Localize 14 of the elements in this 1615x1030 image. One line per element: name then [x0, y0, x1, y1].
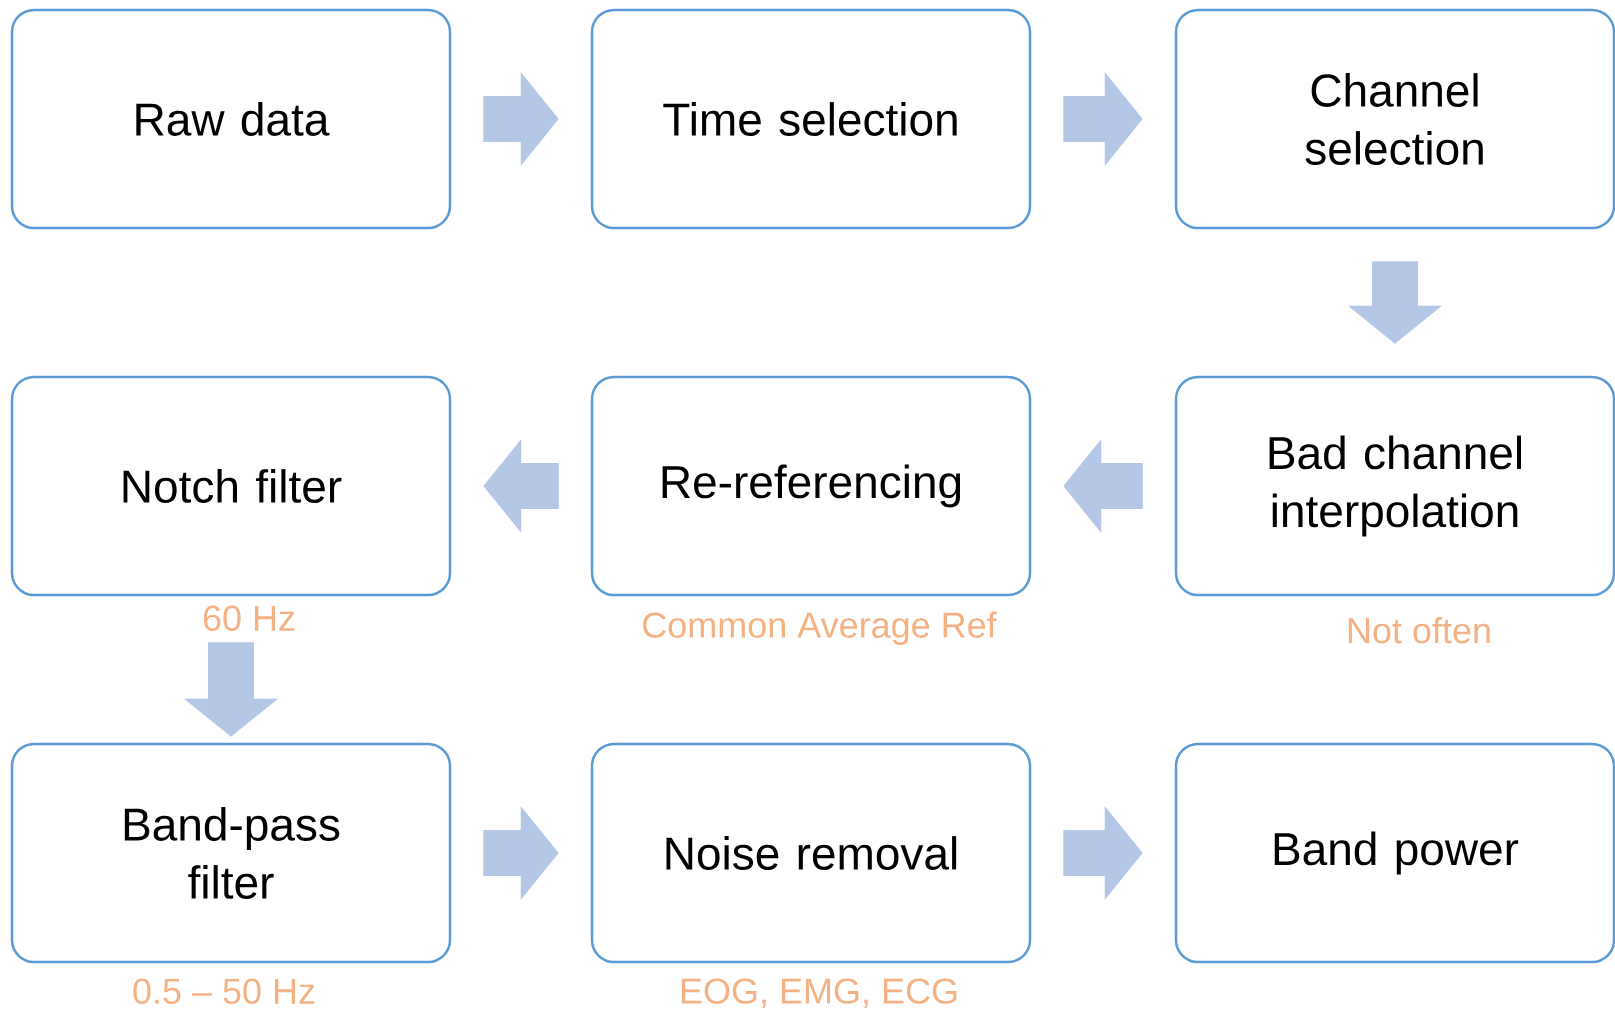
process-box: Notch filter	[10, 375, 452, 597]
process-box: Band power	[1174, 742, 1615, 964]
process-box: Raw data	[10, 8, 452, 230]
note-text: Common Average Ref	[643, 611, 997, 645]
note-text: 60 Hz	[203, 605, 295, 631]
process-box: Bad channel interpolation	[1174, 375, 1615, 597]
note-text: EOG, EMG, ECG	[681, 978, 957, 1009]
process-box: Channel selection	[1174, 8, 1615, 230]
note-text: Not often	[1348, 617, 1490, 644]
process-box: Noise removal	[590, 742, 1032, 964]
note-text: 0.5 – 50 Hz	[133, 978, 315, 1004]
process-box: Re-referencing	[590, 375, 1032, 597]
process-box: Band-pass filter	[10, 742, 452, 964]
process-box: Time selection	[590, 8, 1032, 230]
